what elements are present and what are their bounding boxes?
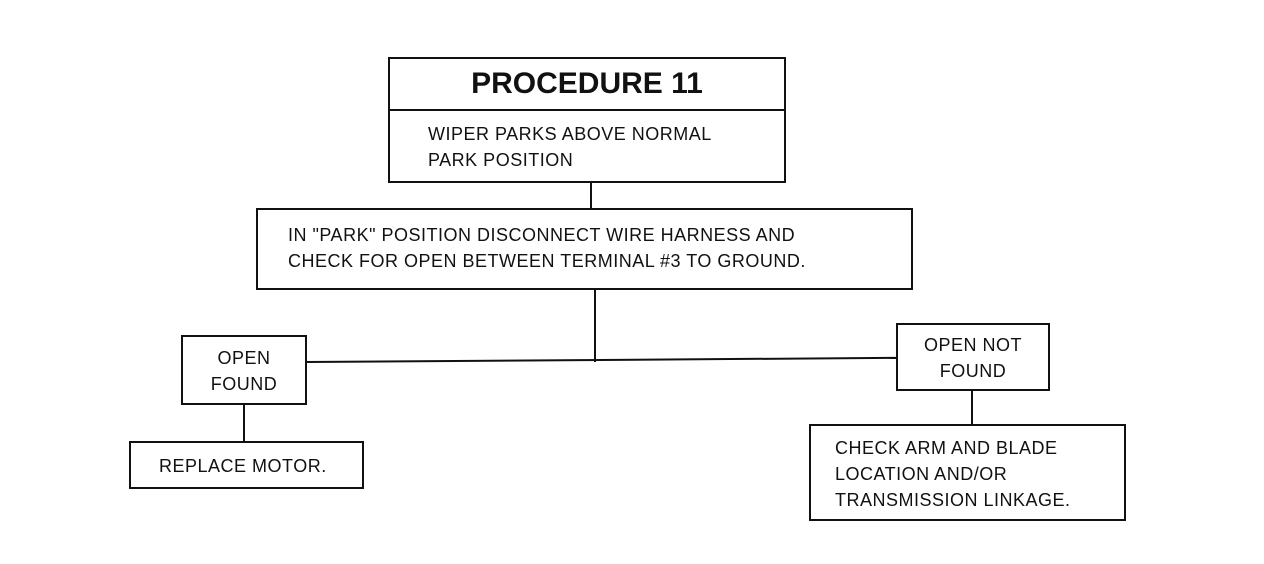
- procedure-title: PROCEDURE 11: [390, 59, 784, 111]
- check-step-box: IN "PARK" POSITION DISCONNECT WIRE HARNE…: [256, 208, 913, 290]
- connector-not-found-to-check-arm: [971, 390, 973, 425]
- check-arm-box: CHECK ARM AND BLADE LOCATION AND/OR TRAN…: [809, 424, 1126, 521]
- open-found-label: OPEN FOUND: [210, 348, 278, 394]
- connector-horizontal-branch: [305, 356, 898, 363]
- connector-title-to-check: [590, 182, 592, 208]
- check-arm-text: CHECK ARM AND BLADE LOCATION AND/OR TRAN…: [835, 438, 1071, 510]
- open-not-found-box: OPEN NOT FOUND: [896, 323, 1050, 391]
- check-step-text: IN "PARK" POSITION DISCONNECT WIRE HARNE…: [288, 225, 806, 271]
- replace-motor-box: REPLACE MOTOR.: [129, 441, 364, 489]
- open-found-box: OPEN FOUND: [181, 335, 307, 405]
- procedure-box: PROCEDURE 11 WIPER PARKS ABOVE NORMAL PA…: [388, 57, 786, 183]
- connector-check-down: [594, 288, 596, 362]
- open-not-found-label: OPEN NOT FOUND: [923, 335, 1022, 381]
- replace-motor-text: REPLACE MOTOR.: [159, 456, 327, 476]
- connector-open-found-to-replace: [243, 404, 245, 442]
- procedure-symptom: WIPER PARKS ABOVE NORMAL PARK POSITION: [428, 124, 712, 170]
